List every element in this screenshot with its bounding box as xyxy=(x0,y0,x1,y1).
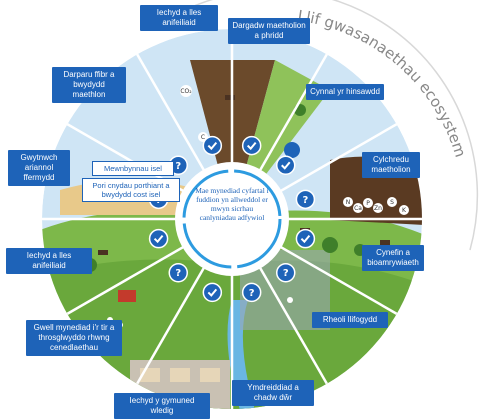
label-rural-community-health: Iechyd y gymuned wledig xyxy=(114,393,210,419)
question-icon: ? xyxy=(241,282,262,303)
svg-text:N: N xyxy=(346,199,351,206)
svg-text:?: ? xyxy=(303,195,309,206)
label-nutrient-cycling: Cylchredu maetholion xyxy=(362,152,420,178)
question-icon: ? xyxy=(168,262,189,283)
check-icon xyxy=(241,135,262,156)
label-nutrient-soil-retention: Dargadw maetholion a phridd xyxy=(228,18,310,44)
svg-text:P: P xyxy=(366,200,370,207)
label-animal-health-top: Iechyd a lles anifeiliaid xyxy=(140,5,218,31)
label-land-access: Gwell mynediad i'r tir a throsglwyddo rh… xyxy=(26,320,122,356)
soil-elements: CO₂ C N Ca P Zn S K xyxy=(180,85,409,215)
label-climate-regulation: Cynnal yr hinsawdd xyxy=(306,84,384,100)
outer-arc xyxy=(159,0,479,251)
svg-text:K: K xyxy=(402,207,407,214)
check-icon xyxy=(202,282,223,303)
svg-text:?: ? xyxy=(283,268,289,279)
svg-text:S: S xyxy=(390,199,394,206)
question-icon: ? xyxy=(275,262,296,283)
tag-low-inputs: Mewnbynnau isel xyxy=(92,161,174,176)
label-animal-health-left: Iechyd a lles anifeiliaid xyxy=(6,248,92,274)
svg-text:?: ? xyxy=(249,288,255,299)
cycle-arrow xyxy=(182,169,282,269)
center-message: Mae mynediad cyfartal i fuddion yn allwe… xyxy=(195,186,269,222)
check-icon xyxy=(148,228,169,249)
svg-text:Ca: Ca xyxy=(354,205,362,212)
label-flood-management: Rheoli llifogydd xyxy=(312,312,388,328)
svg-text:CO₂: CO₂ xyxy=(180,88,192,95)
label-infiltration-water: Ymdreiddiad a chadw dŵr xyxy=(232,380,314,406)
check-icon xyxy=(275,155,296,176)
tag-forage-crop-grazing: Pori cnydau porthiant a bwydydd cost ise… xyxy=(82,178,180,202)
svg-text:?: ? xyxy=(175,268,181,279)
check-icon xyxy=(202,135,223,156)
svg-text:C: C xyxy=(201,134,205,141)
label-fibre-food: Darparu ffibr a bwydydd maethlon xyxy=(52,67,126,103)
question-icon: ? xyxy=(295,189,316,210)
label-habitat-biodiversity: Cynefin a bioamrywiaeth xyxy=(362,245,424,271)
label-farm-financial-resilience: Gwytnwch ariannol ffermydd xyxy=(8,150,70,186)
check-icon xyxy=(295,228,316,249)
inner-ring xyxy=(175,162,289,276)
svg-text:?: ? xyxy=(175,161,181,172)
svg-text:Zn: Zn xyxy=(374,205,382,212)
globe-icon xyxy=(284,142,300,158)
